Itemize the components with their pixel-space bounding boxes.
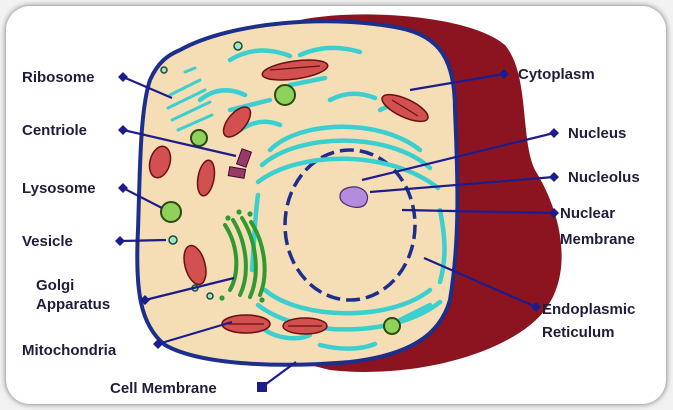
label-nucleolus: Nucleolus: [568, 169, 640, 186]
label-endoplasmic: Endoplasmic: [542, 301, 635, 318]
label-cytoplasm: Cytoplasm: [518, 66, 595, 83]
diagram-card: Ribosome Centriole Lysosome Vesicle Golg…: [6, 6, 666, 404]
lysosome: [275, 85, 295, 105]
label-nucleus: Nucleus: [568, 125, 626, 142]
label-mitochondria: Mitochondria: [22, 342, 117, 359]
vesicle: [161, 67, 167, 73]
lysosome: [191, 130, 207, 146]
animal-cell-diagram: Ribosome Centriole Lysosome Vesicle Golg…: [6, 6, 666, 404]
golgi-vesicle: [219, 295, 224, 300]
vesicle: [169, 236, 177, 244]
label-reticulum: Reticulum: [542, 324, 615, 341]
label-lysosome: Lysosome: [22, 180, 96, 197]
label-ribosome: Ribosome: [22, 69, 95, 86]
lysosome: [161, 202, 181, 222]
label-cell-membrane: Cell Membrane: [110, 380, 217, 397]
vesicle: [234, 42, 242, 50]
lysosome: [384, 318, 400, 334]
label-golgi: Golgi: [36, 277, 74, 294]
golgi-vesicle: [225, 215, 230, 220]
label-centriole: Centriole: [22, 122, 87, 139]
golgi-vesicle: [236, 209, 241, 214]
vesicle: [207, 293, 213, 299]
label-nuclear: Nuclear: [560, 205, 615, 222]
label-nuclear-membrane: Membrane: [560, 231, 635, 248]
label-golgi-apparatus: Apparatus: [36, 296, 110, 313]
golgi-vesicle: [259, 297, 264, 302]
label-vesicle: Vesicle: [22, 233, 73, 250]
golgi-vesicle: [247, 211, 252, 216]
